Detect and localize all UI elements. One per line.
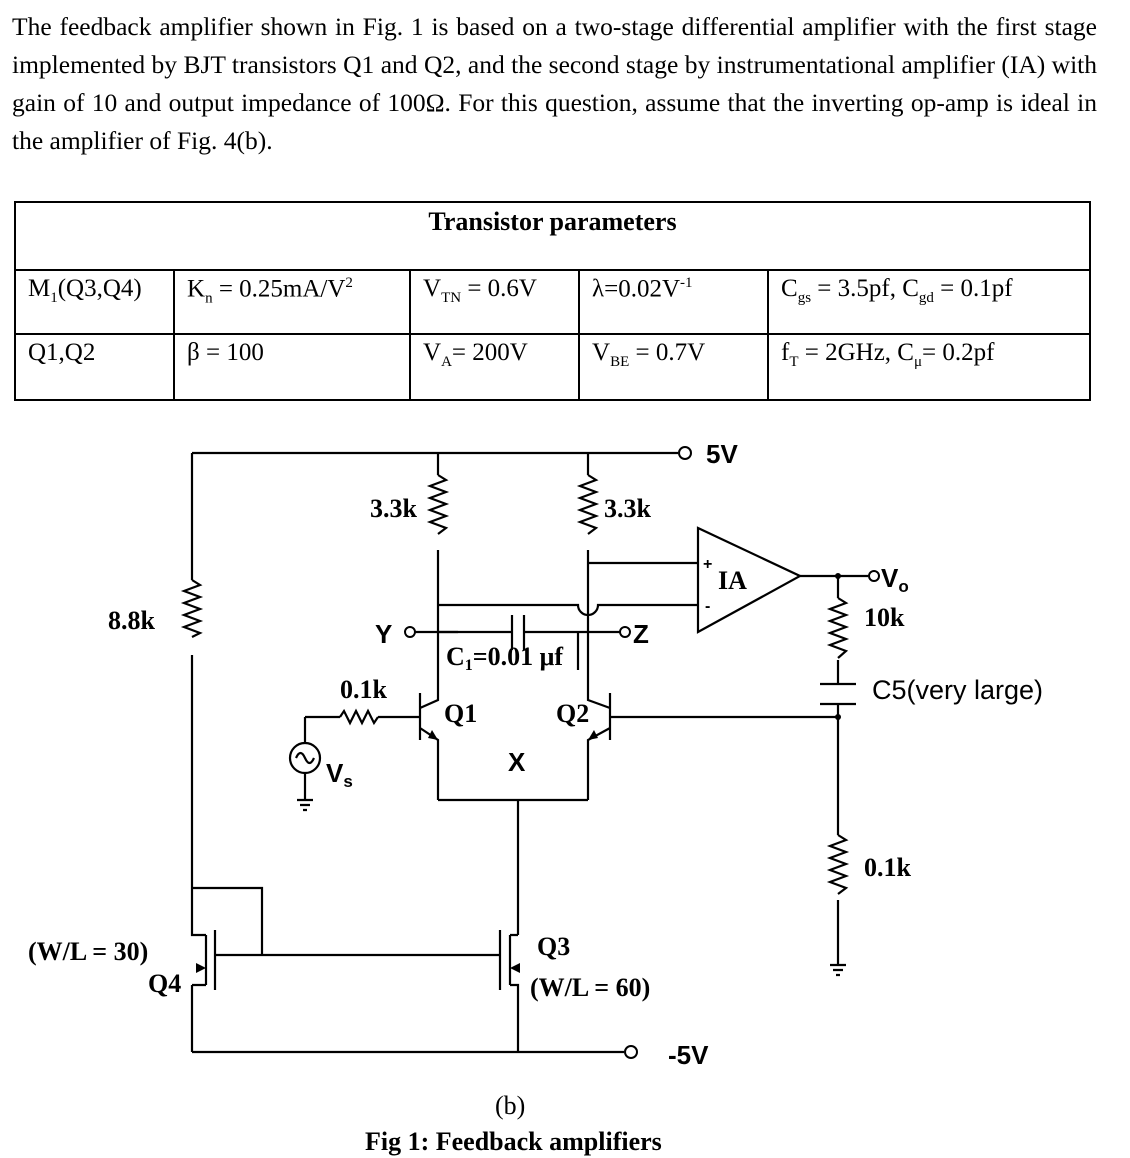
node-z-terminal — [619, 626, 631, 638]
caption-sub: (b) — [495, 1091, 525, 1120]
node-y-label: Y — [375, 619, 392, 649]
q4-wl-label: (W/L = 30) — [28, 937, 148, 966]
cell-ft: fT = 2GHz, Cμ= 0.2pf — [767, 333, 1091, 401]
ground-bottom — [830, 963, 846, 977]
q3-label: Q3 — [537, 932, 570, 961]
resistor-0-1k-bottom — [826, 834, 850, 895]
table-title: Transistor parameters — [14, 201, 1091, 271]
cell-va: VA= 200V — [409, 333, 580, 401]
table-row: M1(Q3,Q4) Kn = 0.25mA/V2 VTN = 0.6V λ=0.… — [14, 269, 1091, 335]
q4-arrow — [196, 963, 206, 973]
cell-kn: Kn = 0.25mA/V2 — [173, 269, 411, 335]
vs-label: Vs — [326, 758, 353, 791]
vs-ground-icon — [297, 798, 313, 812]
q2-body — [586, 690, 612, 800]
r-bottom-label: 0.1k — [864, 853, 912, 882]
q4-body — [190, 886, 264, 1052]
table-row: Q1,Q2 β = 100 VA= 200V VBE = 0.7V fT = 2… — [14, 333, 1091, 401]
problem-paragraph: The feedback amplifier shown in Fig. 1 i… — [12, 12, 1097, 155]
resistor-10k — [826, 597, 850, 659]
c1-leads — [438, 630, 580, 670]
q1-collector-to-ia — [438, 603, 698, 617]
q1-label: Q1 — [444, 699, 477, 728]
cell-vbe: VBE = 0.7V — [578, 333, 769, 401]
transistor-parameters-table: Transistor parameters M1(Q3,Q4) Kn = 0.2… — [14, 201, 1091, 401]
resistor-rc1 — [426, 474, 450, 535]
vminus-label: -5V — [668, 1040, 709, 1070]
q4-label: Q4 — [148, 969, 181, 998]
q2-label: Q2 — [556, 699, 589, 728]
vo-label: Vo — [881, 563, 909, 596]
vplus-label: 5V — [706, 439, 738, 469]
q3-body — [498, 930, 520, 1052]
capacitor-c5 — [820, 682, 856, 706]
rb-label: 0.1k — [340, 675, 388, 704]
q1-body — [418, 690, 440, 800]
capacitor-c1 — [510, 615, 526, 650]
node-z-label: Z — [633, 619, 649, 649]
ia-plus-label: + — [703, 556, 712, 573]
r-left-label: 8.8k — [108, 606, 156, 635]
rc1-label: 3.3k — [370, 494, 418, 523]
emitter-tail-wire — [438, 798, 588, 935]
resistor-rb — [339, 708, 379, 726]
cell-m1-device: M1(Q3,Q4) — [14, 269, 175, 335]
vminus-terminal — [624, 1045, 638, 1059]
c5-label: C5(very large) — [872, 675, 1043, 705]
cell-caps: Cgs = 3.5pf, Cgd = 0.1pf — [767, 269, 1091, 335]
ia-amplifier-symbol — [696, 526, 803, 634]
rf-label: 10k — [864, 603, 905, 632]
cell-beta: β = 100 — [173, 333, 411, 401]
cell-q1q2-device: Q1,Q2 — [14, 333, 175, 401]
caption-title: Fig 1: Feedback amplifiers — [365, 1127, 662, 1156]
vplus-terminal — [678, 446, 692, 460]
ia-minus-label: - — [705, 598, 710, 615]
vo-terminal — [868, 570, 880, 582]
q2-emitter-arrow — [588, 730, 598, 740]
resistor-rc2 — [576, 474, 600, 535]
c1-label: C1=0.01 μf — [446, 642, 563, 674]
cell-lambda: λ=0.02V-1 — [578, 269, 769, 335]
node-x-label: X — [508, 747, 526, 777]
vs-sine-icon — [294, 751, 316, 765]
ia-label: IA — [718, 566, 747, 595]
resistor-8-8k — [180, 579, 204, 638]
q1-emitter-arrow — [428, 730, 438, 740]
q3-wl-label: (W/L = 60) — [530, 973, 650, 1002]
cell-vtn: VTN = 0.6V — [409, 269, 580, 335]
node-y-terminal — [404, 626, 416, 638]
q3-arrow — [510, 963, 520, 973]
rc2-label: 3.3k — [604, 494, 652, 523]
